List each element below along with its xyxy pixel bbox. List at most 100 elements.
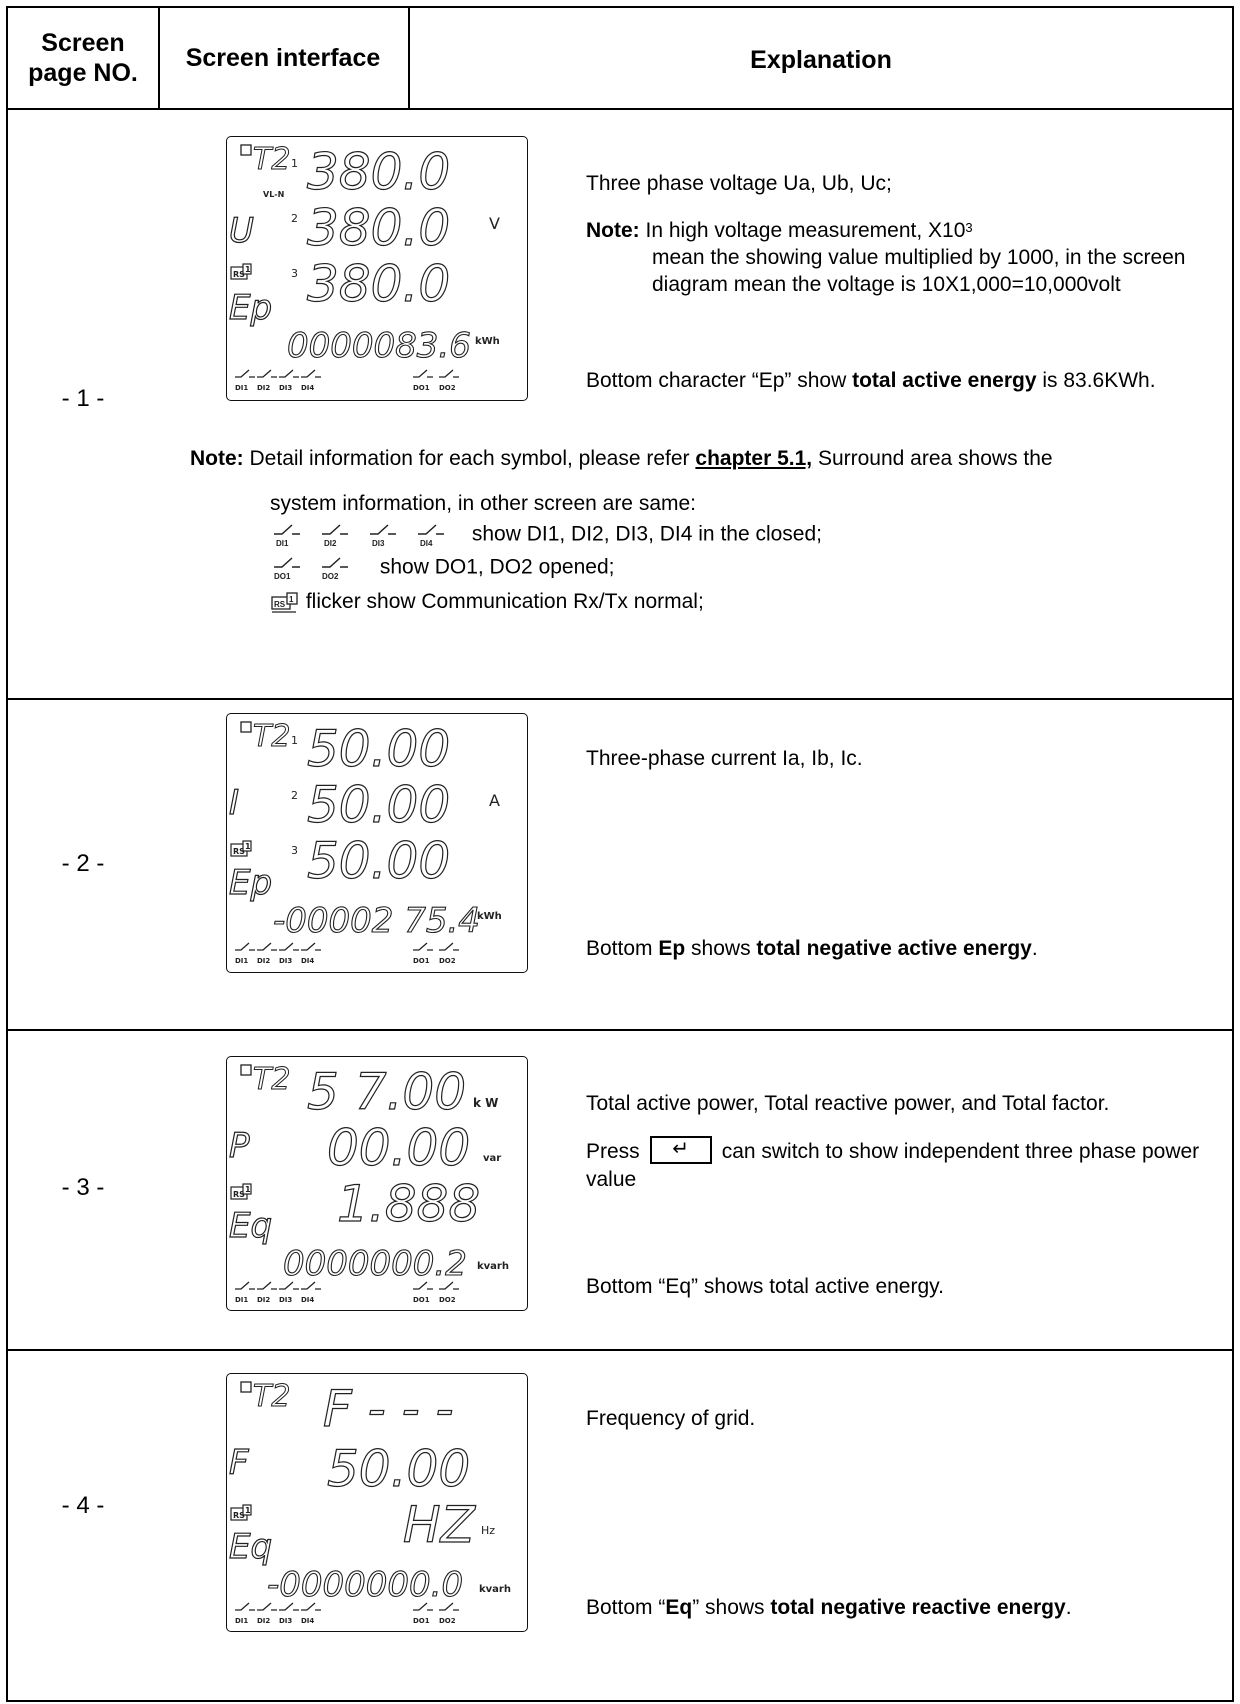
lcd-line-3: 50.00 <box>307 832 450 890</box>
svg-text:DI2: DI2 <box>257 957 270 965</box>
do-switches: DO1 DO2 <box>413 1281 459 1304</box>
energy-value: -0000000.0 <box>267 1565 463 1605</box>
svg-text:1: 1 <box>245 1185 251 1194</box>
explanation-4-bottom: Bottom “Eq” shows total negative reactiv… <box>586 1596 1072 1619</box>
svg-text:T2: T2 <box>253 719 290 754</box>
energy-char: Eq <box>229 1206 272 1246</box>
lcd-line-3: 380.0 <box>307 255 450 313</box>
svg-text:DI1: DI1 <box>235 1617 248 1625</box>
lcd-screen-2: T2 1 2 3 I 50.00 50.00 50.00 A RS 1 Ep -… <box>226 713 528 973</box>
energy-unit: kWh <box>475 336 500 347</box>
lcd-line-1: 50.00 <box>307 720 450 778</box>
svg-text:3: 3 <box>291 267 298 280</box>
svg-text:DI4: DI4 <box>420 539 433 548</box>
svg-text:DI2: DI2 <box>257 384 270 392</box>
lcd-screen-4: T2 F F - - - 50.00 HZ Hz RS 1 Eq -000000… <box>226 1373 528 1632</box>
svg-text:RS: RS <box>233 847 245 856</box>
svg-text:DO2: DO2 <box>439 957 456 965</box>
rs-comm-icon: RS 1 <box>230 1504 252 1521</box>
svg-text:1: 1 <box>291 734 298 747</box>
lcd-screen-1: T2 1 2 3 VL-N U 380.0 380.0 380.0 V RS 1… <box>226 136 528 401</box>
rs-comm-icon: RS 1 <box>230 263 252 280</box>
quantity-char: I <box>229 783 239 823</box>
lcd-screen-3: T2 P 5 7.00 k W 00.00 var 1.888 RS 1 Eq … <box>226 1056 528 1311</box>
svg-text:RS: RS <box>233 270 245 279</box>
svg-text:DI4: DI4 <box>301 1296 314 1304</box>
header-divider <box>8 108 1232 110</box>
energy-value: -00002 75.4 <box>273 901 480 941</box>
do-switches: DO1 DO2 <box>413 942 459 965</box>
energy-value: 0000083.6 <box>287 326 471 366</box>
energy-unit: kWh <box>477 911 502 922</box>
explanation-1-note-cont: mean the showing value multiplied by 100… <box>652 246 1186 296</box>
header-col-divider-2 <box>408 8 410 108</box>
svg-text:T2: T2 <box>253 1379 290 1414</box>
svg-text:DI1: DI1 <box>235 384 248 392</box>
svg-text:DI2: DI2 <box>257 1617 270 1625</box>
svg-text:T2: T2 <box>253 1062 290 1097</box>
svg-text:RS: RS <box>274 600 286 609</box>
lcd-unit: V <box>489 214 500 233</box>
lcd-line-1: 5 7.00 <box>307 1063 466 1121</box>
di-switches: DI1 DI2 DI3 DI4 <box>235 1602 321 1625</box>
header-col-divider-1 <box>158 8 160 108</box>
svg-text:RS: RS <box>233 1190 245 1199</box>
rs-comm-icon: RS 1 <box>230 840 252 857</box>
do-symbols-icon: DO1 DO2 <box>274 557 348 581</box>
mode-label: VL-N <box>263 190 284 199</box>
header-explanation: Explanation <box>750 46 892 74</box>
svg-text:DI1: DI1 <box>276 539 289 548</box>
lcd-line-2: 00.00 <box>327 1119 470 1177</box>
svg-text:1: 1 <box>291 157 298 170</box>
row-divider-1 <box>8 698 1232 700</box>
svg-text:1: 1 <box>245 1506 251 1515</box>
screen-table: Screen page NO. Screen interface Explana… <box>6 6 1234 1702</box>
energy-unit: kvarh <box>477 1261 509 1272</box>
explanation-1-line1: Three phase voltage Ua, Ub, Uc; <box>586 172 892 195</box>
quantity-char: P <box>229 1126 250 1166</box>
rs-comm-icon: RS 1 <box>230 1183 252 1200</box>
svg-text:DO2: DO2 <box>439 1296 456 1304</box>
svg-text:2: 2 <box>291 212 298 225</box>
tariff-icon <box>240 1064 252 1076</box>
svg-text:DO1: DO1 <box>413 957 430 965</box>
symbol-note-line2: system information, in other screen are … <box>270 492 697 515</box>
lcd-line-2: 380.0 <box>307 199 450 257</box>
svg-text:DI4: DI4 <box>301 957 314 965</box>
explanation-1-bottom: Bottom character “Ep” show total active … <box>586 369 1156 392</box>
svg-text:DI3: DI3 <box>279 957 292 965</box>
svg-text:DO2: DO2 <box>322 572 339 581</box>
lcd-line-2-unit: var <box>483 1153 501 1164</box>
svg-text:1: 1 <box>245 265 251 274</box>
explanation-3-line1: Total active power, Total reactive power… <box>586 1092 1110 1115</box>
svg-text:DI1: DI1 <box>235 1296 248 1304</box>
page-no-3: - 3 - <box>61 1174 105 1201</box>
energy-value: 0000000.2 <box>283 1244 467 1284</box>
svg-text:DI3: DI3 <box>279 1617 292 1625</box>
tariff-icon <box>240 721 252 733</box>
svg-text:DO1: DO1 <box>413 384 430 392</box>
energy-char: Eq <box>229 1527 272 1567</box>
row-divider-3 <box>8 1349 1232 1351</box>
svg-text:DI1: DI1 <box>235 957 248 965</box>
explanation-3-press: Press↵can switch to show independent thr… <box>586 1136 1200 1192</box>
di-symbols-icon: DI1 DI2 DI3 DI4 <box>274 524 444 548</box>
page-no-1: - 1 - <box>61 385 105 412</box>
row-divider-2 <box>8 1029 1232 1031</box>
explanation-2-line1: Three-phase current Ia, Ib, Ic. <box>586 747 863 770</box>
svg-text:DO2: DO2 <box>439 1617 456 1625</box>
chapter-link[interactable]: chapter 5.1, <box>695 447 813 470</box>
svg-text:DO1: DO1 <box>274 572 291 581</box>
symbol-note-do: DO1 DO2 show DO1, DO2 opened; <box>270 553 1170 583</box>
lcd-line-2: 50.00 <box>327 1440 470 1498</box>
explanation-1-note: Note: In high voltage measurement, X103 <box>586 219 973 242</box>
explanation-2-bottom: Bottom Ep shows total negative active en… <box>586 937 1038 960</box>
symbol-note: Note: Detail information for each symbol… <box>190 447 1053 470</box>
tariff-indicator: T2 <box>240 142 291 178</box>
svg-text:1: 1 <box>245 842 251 851</box>
quantity-char: U <box>229 211 254 251</box>
do-switches: DO1 DO2 <box>413 1602 459 1625</box>
svg-text:1: 1 <box>289 595 294 604</box>
explanation-3-bottom: Bottom “Eq” shows total active energy. <box>586 1275 944 1298</box>
lcd-line-3: HZ <box>403 1496 477 1554</box>
